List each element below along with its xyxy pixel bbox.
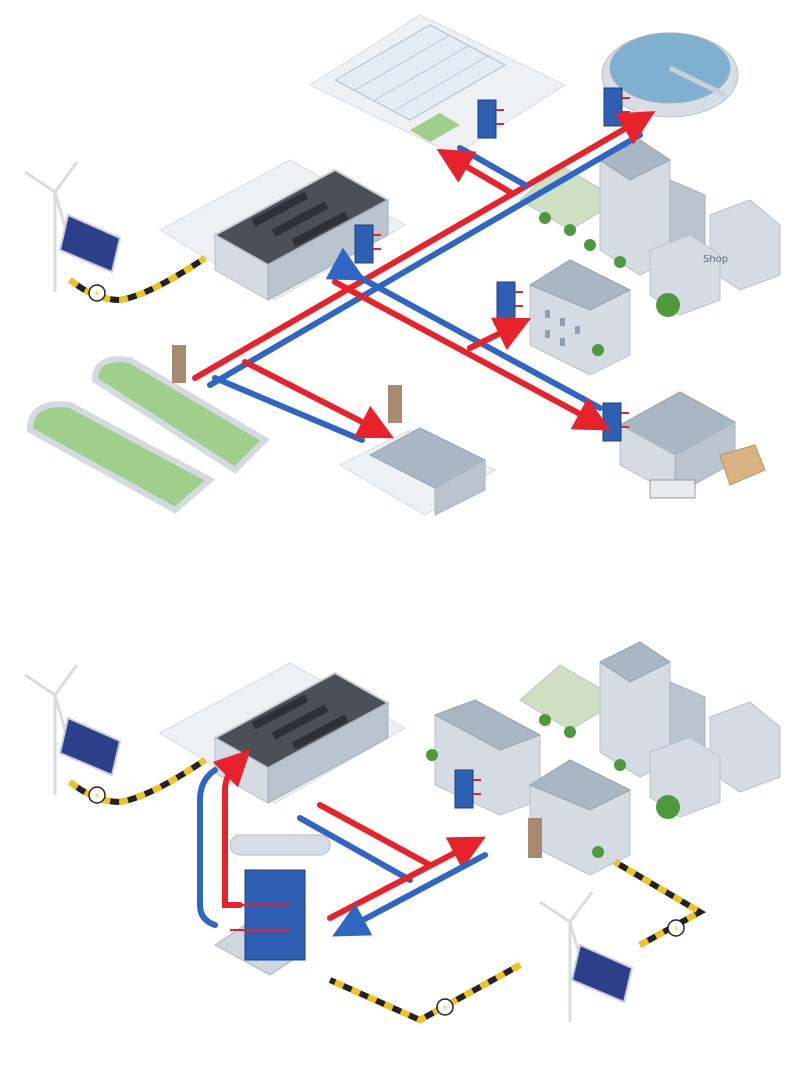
solar-panel-icon [570, 943, 634, 1004]
svg-text:⚡: ⚡ [672, 924, 679, 935]
data-center [158, 662, 407, 804]
aeration-tanks [26, 345, 270, 514]
hot-pipe [317, 802, 433, 868]
svg-text:⚡: ⚡ [93, 791, 100, 802]
cold-pipe [332, 852, 488, 937]
top-scene: ⚡ Shop [23, 14, 781, 516]
cold-pipe [207, 132, 643, 388]
heat-pump-unit [214, 834, 331, 976]
lightning-bolt-icon [436, 998, 454, 1016]
heat-exchanger-icon [496, 281, 524, 321]
power-line: ⚡ ⚡ [328, 859, 707, 1024]
cold-pipe [197, 767, 218, 928]
hot-pipe [192, 110, 656, 381]
heat-pump-icon [528, 818, 542, 858]
cold-pipe [212, 375, 365, 443]
house [338, 385, 497, 516]
town-buildings [426, 641, 781, 876]
hot-pipe [212, 749, 251, 908]
hot-pipe [436, 148, 513, 195]
heat-pump-icon [388, 385, 402, 423]
lightning-bolt-icon [88, 284, 106, 302]
town-buildings: Shop [496, 139, 781, 376]
trees [539, 212, 680, 356]
water-treatment-tank [601, 32, 739, 127]
lightning-bolt-icon [667, 919, 685, 937]
solar-panel-icon [58, 716, 122, 777]
svg-text:⚡: ⚡ [441, 1003, 448, 1014]
hot-pipe [327, 836, 486, 921]
heat-pump-icon [172, 345, 186, 383]
power-line: ⚡ [68, 255, 207, 304]
power-line: ⚡ [68, 757, 207, 806]
hot-pipe [467, 317, 532, 351]
cold-pipe [325, 247, 603, 411]
pipes-bottom [197, 749, 488, 937]
bottom-scene: ⚡ [23, 641, 781, 1024]
solar-panel-icon [58, 213, 122, 274]
heat-exchanger-icon [244, 869, 306, 961]
cold-pipe [297, 815, 413, 883]
truck [649, 479, 696, 499]
lightning-bolt-icon [88, 786, 106, 804]
shop-sign: Shop [703, 254, 728, 265]
trees [426, 714, 680, 858]
warehouse [602, 391, 766, 499]
greenhouses [308, 14, 567, 156]
pipes-top [192, 110, 656, 443]
hot-pipe [242, 359, 395, 439]
svg-text:⚡: ⚡ [93, 289, 100, 300]
hot-pipe [332, 279, 611, 431]
